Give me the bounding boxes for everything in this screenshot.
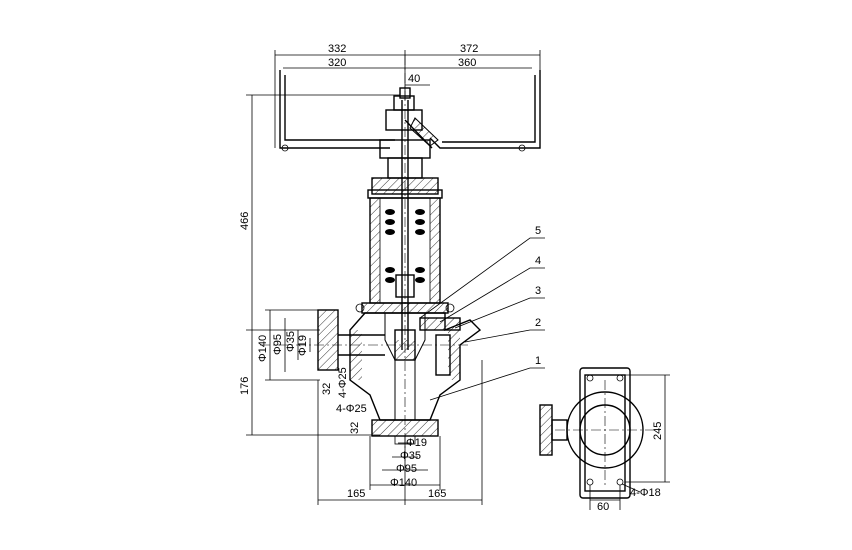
side-view bbox=[539, 367, 670, 510]
inlet-d140: Φ140 bbox=[257, 335, 269, 362]
outlet-d95: Φ95 bbox=[396, 463, 417, 475]
dim-top-right-outer: 372 bbox=[460, 43, 478, 55]
dimension-lines bbox=[246, 50, 541, 505]
side-bolts: 4-Φ18 bbox=[630, 487, 661, 499]
bonnet-housing bbox=[355, 100, 455, 350]
part-label-3: 3 bbox=[535, 285, 541, 297]
outlet-d140: Φ140 bbox=[390, 477, 417, 489]
dim-stem-offset: 40 bbox=[408, 73, 420, 85]
spring-right bbox=[415, 209, 425, 283]
dim-lower-height: 176 bbox=[239, 377, 251, 395]
valve-body bbox=[260, 309, 482, 445]
outlet-bolts: 4-Φ25 bbox=[336, 403, 367, 415]
dim-bottom-left: 165 bbox=[347, 488, 365, 500]
outlet-d35: Φ35 bbox=[400, 450, 421, 462]
inlet-thick32: 32 bbox=[321, 383, 333, 395]
part-label-2: 2 bbox=[535, 317, 541, 329]
dim-top-left-outer: 332 bbox=[328, 43, 346, 55]
dim-top-right-inner: 360 bbox=[458, 57, 476, 69]
inlet-d95: Φ95 bbox=[272, 334, 284, 355]
dim-bottom-right: 165 bbox=[428, 488, 446, 500]
inlet-bolts: 4-Φ25 bbox=[337, 367, 349, 398]
outlet-thick32: 32 bbox=[349, 422, 361, 434]
spring-left bbox=[385, 209, 395, 283]
part-label-5: 5 bbox=[535, 225, 541, 237]
part-leaders bbox=[419, 237, 545, 401]
side-dim-bolt-spacing: 60 bbox=[597, 501, 609, 513]
lever-handle bbox=[279, 55, 541, 470]
outlet-d19: Φ19 bbox=[406, 437, 427, 449]
part-label-4: 4 bbox=[535, 255, 541, 267]
inlet-d19: Φ19 bbox=[297, 335, 309, 356]
dim-overall-height: 466 bbox=[239, 212, 251, 230]
part-label-1: 1 bbox=[535, 355, 541, 367]
dim-top-left-inner: 320 bbox=[328, 57, 346, 69]
side-dim-width: 245 bbox=[652, 422, 664, 440]
inlet-d35: Φ35 bbox=[285, 331, 297, 352]
